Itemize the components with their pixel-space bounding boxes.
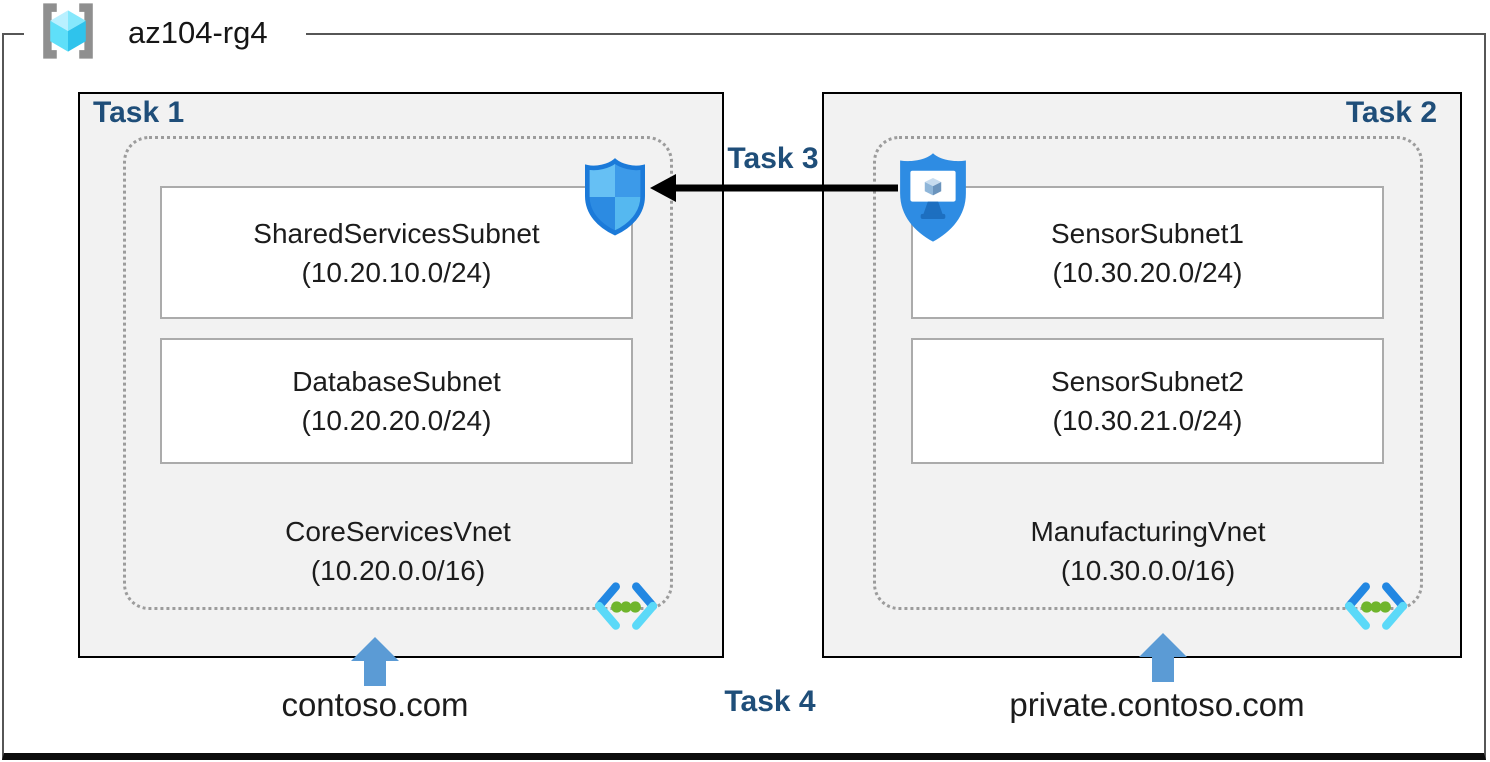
private-contoso-dns-label: private.contoso.com [1009,686,1305,723]
subnet-name: SensorSubnet2 [1050,366,1245,397]
bastion-shield-icon [896,150,970,252]
virtual-network-icon [592,581,660,638]
blue-up-arrow [351,637,399,691]
resource-group-name: az104-rg4 [128,15,268,50]
subnet-name: SharedServicesSubnet [253,217,540,249]
virtual-network-icon [1342,581,1410,638]
vnet-cidr: (10.20.0.0/16) [310,555,486,586]
shared-services-subnet-box: SharedServicesSubnet (10.20.10.0/24) [160,186,633,319]
resource-group-legend: az104-rg4 [24,2,306,64]
core-services-vnet-boundary [123,136,673,610]
resource-group-icon [36,2,100,65]
black-left-arrow [650,170,898,211]
vnet-cidr: (10.30.0.0/16) [1060,555,1236,586]
resource-group-frame [2,33,1486,760]
vnet-name: ManufacturingVnet [1030,516,1266,547]
task1-label: Task 1 [93,96,185,129]
task2-label: Task 2 [1345,96,1437,129]
subnet-cidr: (10.30.21.0/24) [1052,405,1243,436]
subnet-name: DatabaseSubnet [292,366,501,397]
subnet-cidr: (10.20.20.0/24) [301,405,492,436]
subnet-name: SensorSubnet1 [1050,217,1245,249]
contoso-dns-label: contoso.com [281,686,469,723]
task3-label: Task 3 [727,142,819,175]
subnet-cidr: (10.20.10.0/24) [301,256,492,288]
subnet-cidr: (10.30.20.0/24) [1052,256,1243,288]
core-services-vnet-caption: CoreServicesVnet (10.20.0.0/16) [123,512,673,590]
task4-label: Task 4 [724,685,816,718]
manufacturing-vnet-caption: ManufacturingVnet (10.30.0.0/16) [873,512,1423,590]
blue-up-arrow [1139,633,1187,687]
sensor-subnet1-box: SensorSubnet1 (10.30.20.0/24) [911,186,1384,319]
vnet-name: CoreServicesVnet [285,516,511,547]
sensor-subnet2-box: SensorSubnet2 (10.30.21.0/24) [911,338,1384,464]
network-security-group-shield-icon [582,157,648,242]
manufacturing-vnet-boundary [873,136,1423,610]
database-subnet-box: DatabaseSubnet (10.20.20.0/24) [160,338,633,464]
